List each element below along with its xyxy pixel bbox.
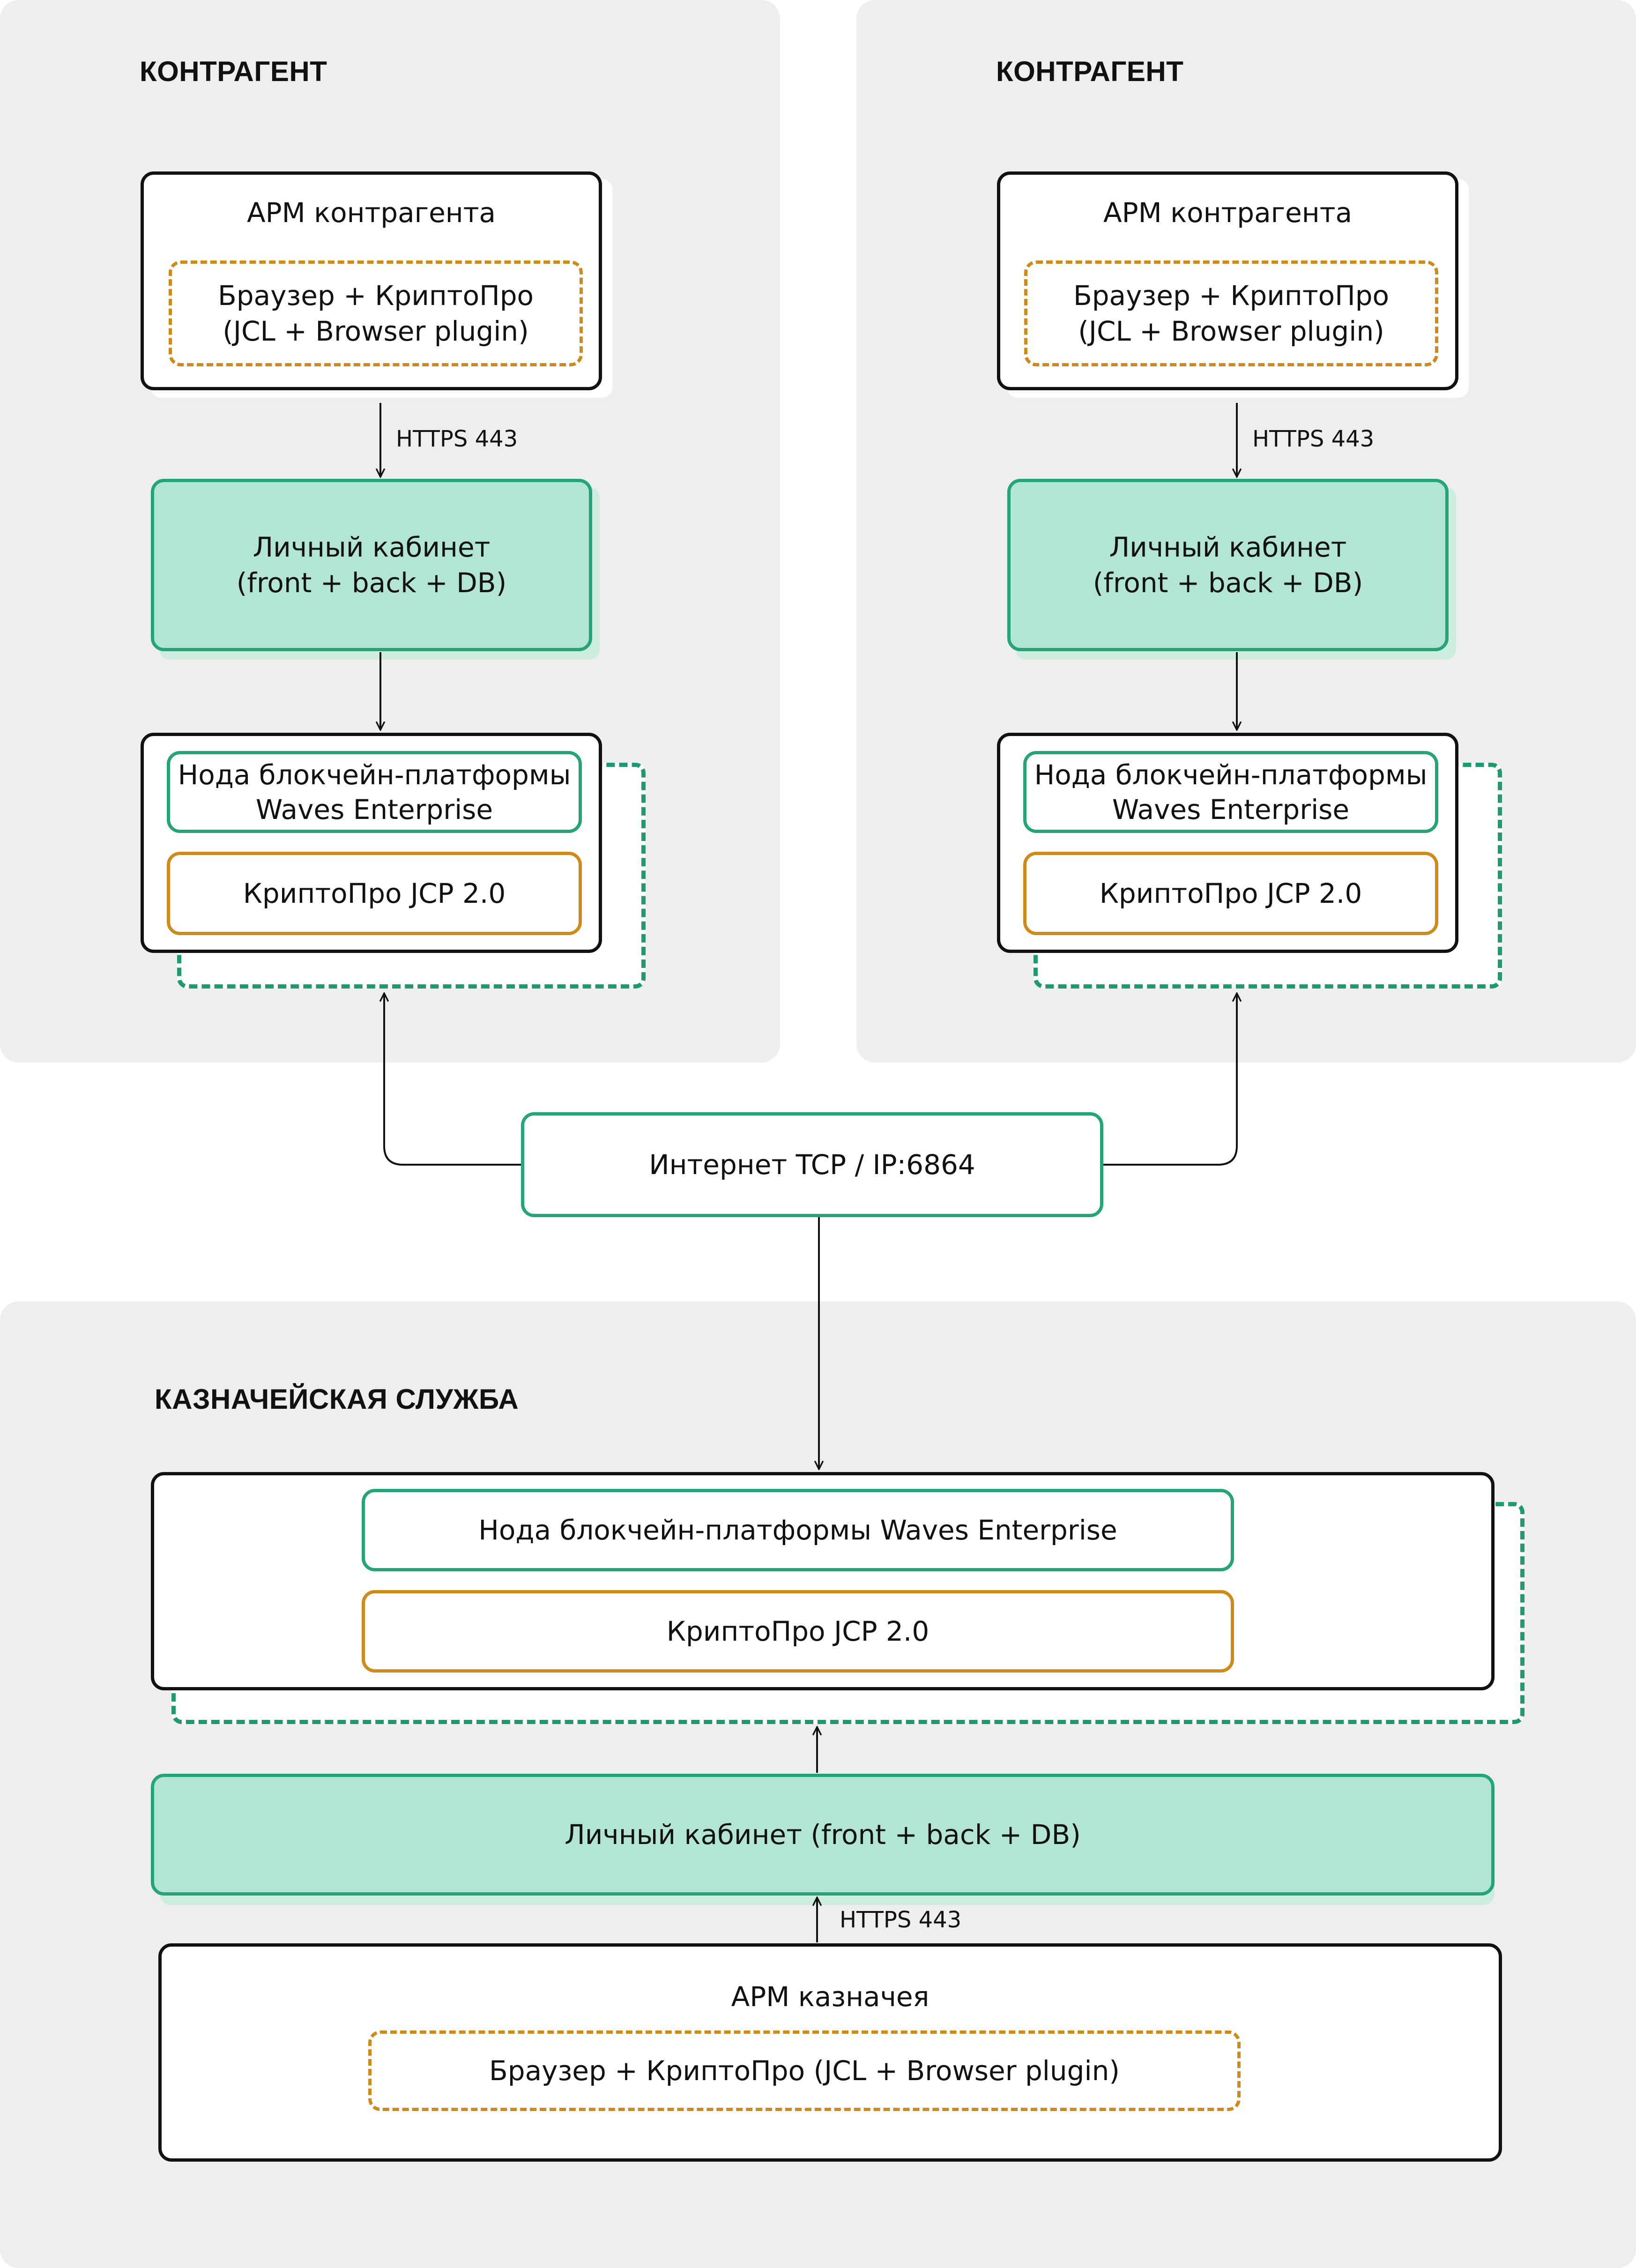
treasury-title: КАЗНАЧЕЙСКАЯ СЛУЖБА bbox=[155, 1383, 519, 1415]
treasury-browser-label: Браузер + КриптоПро (JCL + Browser plugi… bbox=[489, 2055, 1120, 2087]
treasury-cryptopro-label: КриптоПро JCP 2.0 bbox=[666, 1615, 930, 1647]
counterparty-left-workstation bbox=[141, 171, 602, 390]
counterparty-left-node: Нода блокчейн-платформы Waves Enterprise bbox=[167, 751, 582, 833]
counterparty-right-title: КОНТРАГЕНТ bbox=[996, 56, 1184, 87]
counterparty-right-https-label: HTTPS 443 bbox=[1252, 426, 1375, 452]
treasury-https-label: HTTPS 443 bbox=[840, 1907, 962, 1933]
counterparty-right-browser: Браузер + КриптоПро (JCL + Browser plugi… bbox=[1024, 260, 1438, 366]
arrow-internet-to-right-node bbox=[1103, 993, 1237, 1166]
treasury-node: Нода блокчейн-платформы Waves Enterprise bbox=[362, 1489, 1234, 1571]
counterparty-right-workstation-title: АРМ контрагента bbox=[1103, 197, 1353, 229]
treasury-node-label: Нода блокчейн-платформы Waves Enterprise bbox=[478, 1514, 1117, 1546]
treasury-workstation bbox=[158, 1943, 1502, 2162]
treasury-browser: Браузер + КриптоПро (JCL + Browser plugi… bbox=[368, 2030, 1241, 2111]
internet-node: Интернет TCP / IP:6864 bbox=[521, 1112, 1103, 1217]
counterparty-right-cabinet: Личный кабинет (front + back + DB) bbox=[1007, 479, 1449, 651]
counterparty-left-node-line1: Нода блокчейн-платформы bbox=[178, 758, 571, 791]
counterparty-right-cabinet-line2: (front + back + DB) bbox=[1093, 567, 1363, 599]
counterparty-right-cabinet-line1: Личный кабинет bbox=[1109, 531, 1347, 563]
counterparty-right-browser-line2: (JCL + Browser plugin) bbox=[1078, 315, 1384, 347]
counterparty-left-https-label: HTTPS 443 bbox=[396, 426, 518, 452]
counterparty-left-cabinet-line2: (front + back + DB) bbox=[236, 567, 507, 599]
counterparty-right-node: Нода блокчейн-платформы Waves Enterprise bbox=[1023, 751, 1438, 833]
counterparty-left-title: КОНТРАГЕНТ bbox=[140, 56, 327, 87]
counterparty-right-workstation bbox=[997, 171, 1458, 390]
treasury-cabinet: Личный кабинет (front + back + DB) bbox=[151, 1774, 1495, 1896]
counterparty-right-cryptopro: КриптоПро JCP 2.0 bbox=[1023, 852, 1438, 935]
counterparty-left-browser: Браузер + КриптоПро (JCL + Browser plugi… bbox=[169, 260, 583, 366]
internet-label: Интернет TCP / IP:6864 bbox=[649, 1149, 975, 1181]
treasury-workstation-title: АРМ казначея bbox=[731, 1981, 930, 2013]
counterparty-right-cryptopro-label: КриптоПро JCP 2.0 bbox=[1099, 877, 1362, 909]
counterparty-left-cabinet: Личный кабинет (front + back + DB) bbox=[151, 479, 592, 651]
counterparty-right-node-line2: Waves Enterprise bbox=[1112, 793, 1350, 825]
arrow-internet-to-left-node bbox=[384, 993, 521, 1166]
counterparty-left-browser-line1: Браузер + КриптоПро bbox=[217, 280, 534, 312]
counterparty-left-cabinet-line1: Личный кабинет bbox=[253, 531, 491, 563]
treasury-cryptopro: КриптоПро JCP 2.0 bbox=[362, 1590, 1234, 1673]
counterparty-right-node-line1: Нода блокчейн-платформы bbox=[1034, 758, 1428, 791]
counterparty-left-cryptopro: КриптоПро JCP 2.0 bbox=[167, 852, 582, 935]
counterparty-right-browser-line1: Браузер + КриптоПро bbox=[1073, 280, 1390, 312]
counterparty-left-workstation-title: АРМ контрагента bbox=[246, 197, 496, 229]
treasury-cabinet-label: Личный кабинет (front + back + DB) bbox=[565, 1819, 1081, 1851]
counterparty-left-cryptopro-label: КриптоПро JCP 2.0 bbox=[243, 877, 506, 909]
counterparty-left-browser-line2: (JCL + Browser plugin) bbox=[223, 315, 529, 347]
counterparty-left-node-line2: Waves Enterprise bbox=[255, 793, 493, 825]
